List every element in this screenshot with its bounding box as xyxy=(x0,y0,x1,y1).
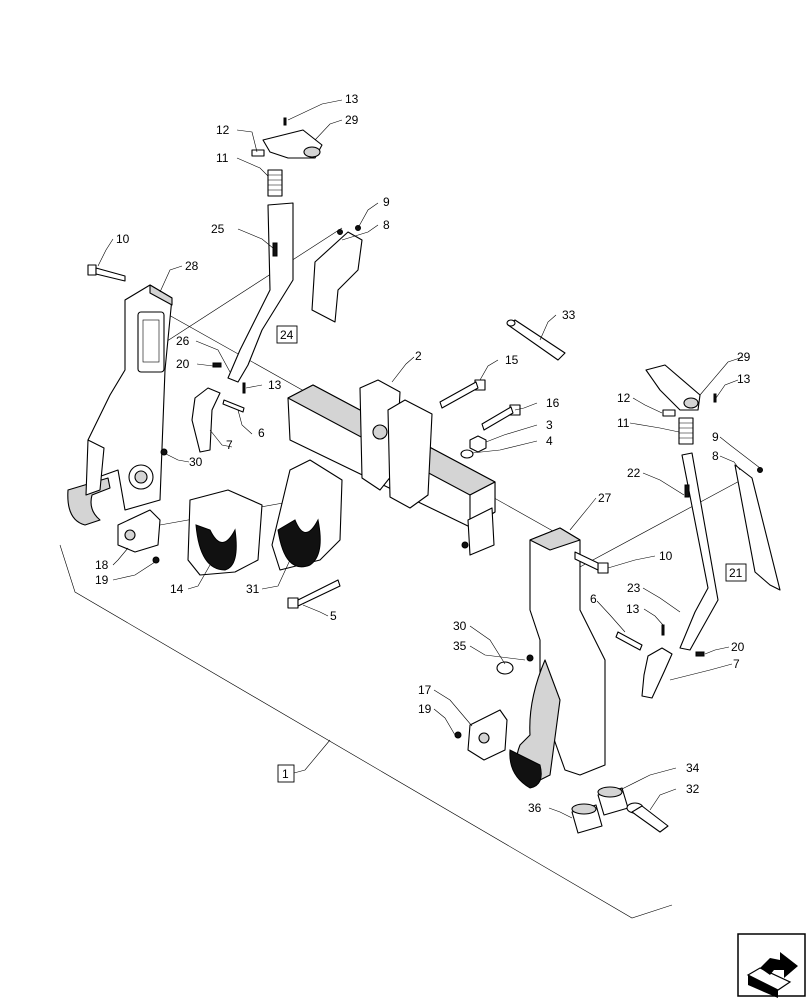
callout-3: 3 xyxy=(546,418,553,432)
callout-7-left: 7 xyxy=(226,438,233,452)
callout-8-right: 8 xyxy=(712,449,719,463)
callout-20-right: 20 xyxy=(731,640,745,654)
callout-13-left: 13 xyxy=(268,378,282,392)
callout-23: 23 xyxy=(627,581,641,595)
callout-13-right-top: 13 xyxy=(737,372,751,386)
callout-25: 25 xyxy=(211,222,225,236)
right-control-rod xyxy=(679,452,719,651)
next-page-arrow-icon[interactable] xyxy=(737,933,806,998)
right-latch xyxy=(467,709,508,761)
bushing-34 xyxy=(597,786,629,816)
callout-22: 22 xyxy=(627,466,641,480)
left-plate xyxy=(311,231,363,323)
callout-33: 33 xyxy=(562,308,576,322)
callout-6-left: 6 xyxy=(258,426,265,440)
leader-lines xyxy=(97,99,761,819)
pin-33 xyxy=(506,319,566,361)
callout-1: 1 xyxy=(282,767,289,781)
hook-mouth-14 xyxy=(187,489,263,576)
right-lever xyxy=(641,647,673,699)
callout-18: 18 xyxy=(95,558,109,572)
right-spring xyxy=(678,417,694,445)
left-spring xyxy=(267,169,283,197)
callout-11-left: 11 xyxy=(216,151,229,165)
bolt-16 xyxy=(481,404,521,431)
callout-8-left: 8 xyxy=(383,218,390,232)
callout-32: 32 xyxy=(686,782,700,796)
callout-27: 27 xyxy=(598,491,612,505)
callout-12-left: 12 xyxy=(216,123,230,137)
callout-13-top: 13 xyxy=(345,92,359,106)
callout-34: 34 xyxy=(686,761,700,775)
callout-28: 28 xyxy=(185,259,199,273)
callout-19-right: 19 xyxy=(418,702,432,716)
left-control-rod xyxy=(227,202,294,383)
callout-36: 36 xyxy=(528,801,542,815)
bolt-5 xyxy=(287,579,341,609)
callout-10-right: 10 xyxy=(659,549,673,563)
left-hook-carrier xyxy=(67,284,173,526)
callout-29-right: 29 xyxy=(737,350,751,364)
callout-12-right: 12 xyxy=(617,391,631,405)
pin-32 xyxy=(626,802,669,833)
callout-31: 31 xyxy=(246,582,260,596)
callout-30-left: 30 xyxy=(189,455,203,469)
callout-30-right: 30 xyxy=(453,619,467,633)
callout-20-left: 20 xyxy=(176,357,190,371)
right-hook-carrier xyxy=(509,527,606,789)
right-top-bracket xyxy=(645,364,701,417)
callout-2: 2 xyxy=(415,349,422,363)
callout-4: 4 xyxy=(546,434,553,448)
bolt-15 xyxy=(439,379,486,409)
callout-19-left: 19 xyxy=(95,573,109,587)
right-plate xyxy=(734,464,781,591)
assembly-bracket xyxy=(59,544,673,919)
callout-6-right: 6 xyxy=(590,592,597,606)
left-top-bracket xyxy=(251,129,323,159)
callout-13-right-bottom: 13 xyxy=(626,602,640,616)
callout-16: 16 xyxy=(546,396,560,410)
callout-7-right: 7 xyxy=(733,657,740,671)
callout-9-right: 9 xyxy=(712,430,719,444)
washer-4 xyxy=(460,449,474,459)
callout-26: 26 xyxy=(176,334,190,348)
callout-11-right: 11 xyxy=(617,416,630,430)
callout-5: 5 xyxy=(330,609,337,623)
callout-35: 35 xyxy=(453,639,467,653)
callout-21: 21 xyxy=(729,566,743,580)
boxed-callouts xyxy=(276,325,747,783)
callout-24: 24 xyxy=(280,328,294,342)
left-lever xyxy=(191,387,221,453)
hook-mouth-31 xyxy=(271,459,343,571)
callout-10-left: 10 xyxy=(116,232,130,246)
left-latch xyxy=(117,509,161,564)
bolt-10-left xyxy=(87,264,126,282)
callout-9-left: 9 xyxy=(383,195,390,209)
callout-14: 14 xyxy=(170,582,184,596)
nut-3 xyxy=(469,435,487,453)
callout-labels: 1 2 3 4 5 6 6 7 7 8 8 9 9 10 10 11 11 12… xyxy=(95,92,751,815)
callout-29-left: 29 xyxy=(345,113,359,127)
callout-17: 17 xyxy=(418,683,432,697)
callout-15: 15 xyxy=(505,353,519,367)
bushing-36 xyxy=(571,803,603,834)
cross-beam xyxy=(287,379,496,556)
